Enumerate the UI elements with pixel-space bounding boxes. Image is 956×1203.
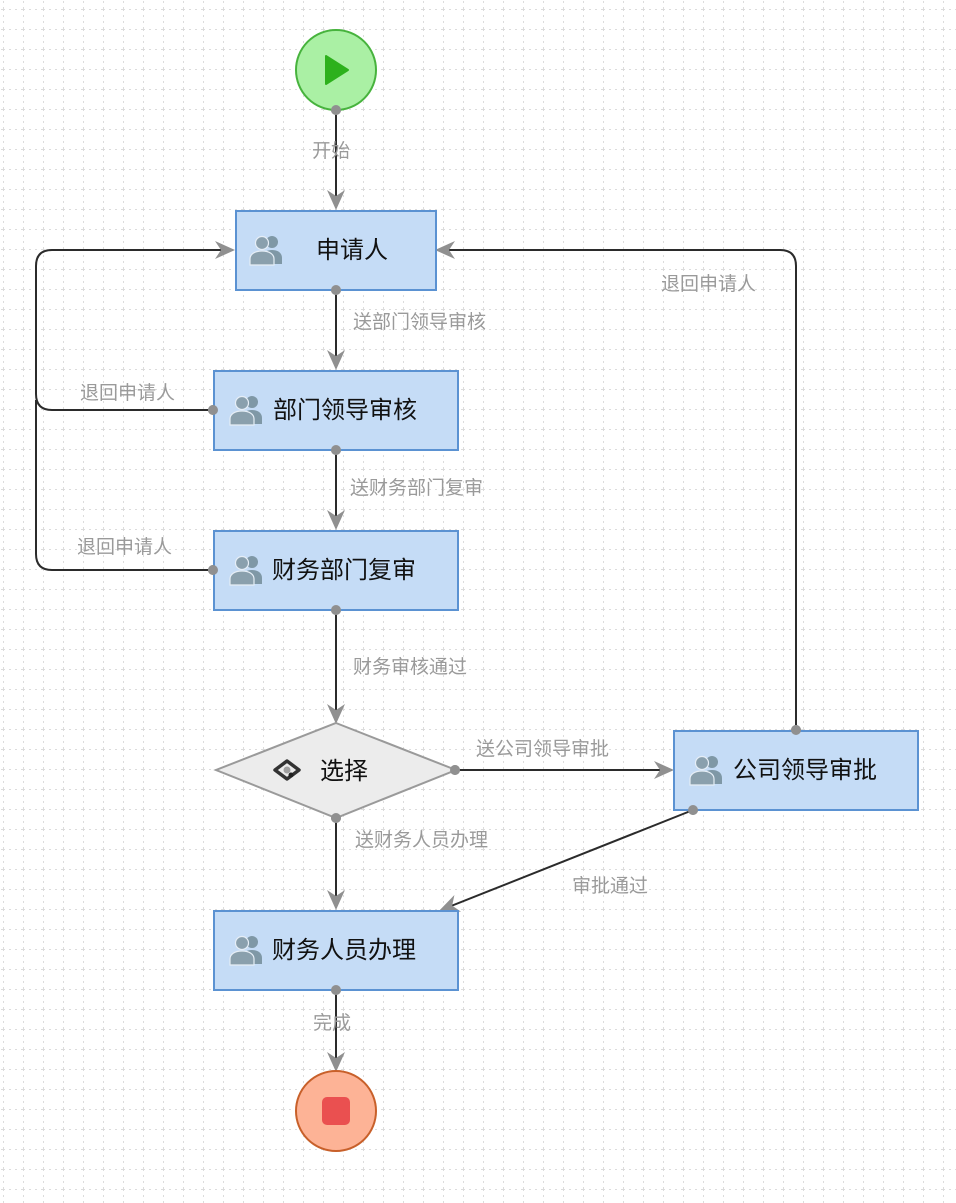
edge-label: 退回申请人 [80, 382, 175, 404]
edge-company-back-to-applicant[interactable]: 退回申请人 [435, 241, 801, 735]
edge-dept-to-finance[interactable]: 送财务部门复审 [327, 445, 483, 530]
gateway-choice[interactable]: 选择 [213, 721, 460, 823]
edge-label: 退回申请人 [77, 536, 172, 558]
edge-label: 送财务部门复审 [350, 477, 483, 499]
task-company-approval[interactable]: 公司领导审批 [673, 725, 919, 815]
edge-staff-to-end[interactable]: 完成 [313, 985, 351, 1072]
task-label: 财务部门复审 [272, 556, 416, 584]
edge-label: 退回申请人 [661, 273, 756, 295]
task-applicant[interactable]: 申请人 [235, 210, 437, 295]
gateway-icon [273, 759, 301, 781]
edge-label: 开始 [312, 140, 350, 162]
task-finance-staff[interactable]: 财务人员办理 [213, 910, 459, 995]
stop-icon [322, 1097, 350, 1125]
edge-label: 完成 [313, 1012, 351, 1034]
task-label: 部门领导审核 [273, 396, 417, 424]
edge-choice-to-company[interactable]: 送公司领导审批 [450, 738, 674, 779]
task-label: 申请人 [316, 236, 388, 264]
edge-finance-back-to-applicant[interactable]: 退回申请人 [35, 400, 218, 575]
gateway-label: 选择 [320, 757, 368, 785]
edge-finance-to-choice[interactable]: 财务审核通过 [327, 605, 467, 724]
task-label: 财务人员办理 [272, 936, 416, 964]
edge-dept-back-to-applicant[interactable]: 退回申请人 [35, 241, 235, 415]
edge-label: 财务审核通过 [353, 656, 467, 678]
task-dept-review[interactable]: 部门领导审核 [208, 370, 459, 455]
edge-applicant-to-dept[interactable]: 送部门领导审核 [327, 285, 486, 370]
task-finance-review[interactable]: 财务部门复审 [208, 530, 459, 615]
edge-label: 审批通过 [572, 875, 648, 897]
edge-start-to-applicant[interactable]: 开始 [312, 105, 350, 210]
edge-choice-to-staff[interactable]: 送财务人员办理 [327, 813, 488, 910]
edge-label: 送公司领导审批 [476, 738, 609, 760]
edge-label: 送财务人员办理 [355, 829, 488, 851]
end-event[interactable] [295, 1070, 377, 1152]
edge-label: 送部门领导审核 [353, 311, 486, 333]
start-event[interactable] [295, 29, 377, 115]
play-icon [325, 55, 349, 85]
task-label: 公司领导审批 [733, 756, 877, 784]
edge-company-to-staff[interactable]: 审批通过 [439, 805, 698, 912]
